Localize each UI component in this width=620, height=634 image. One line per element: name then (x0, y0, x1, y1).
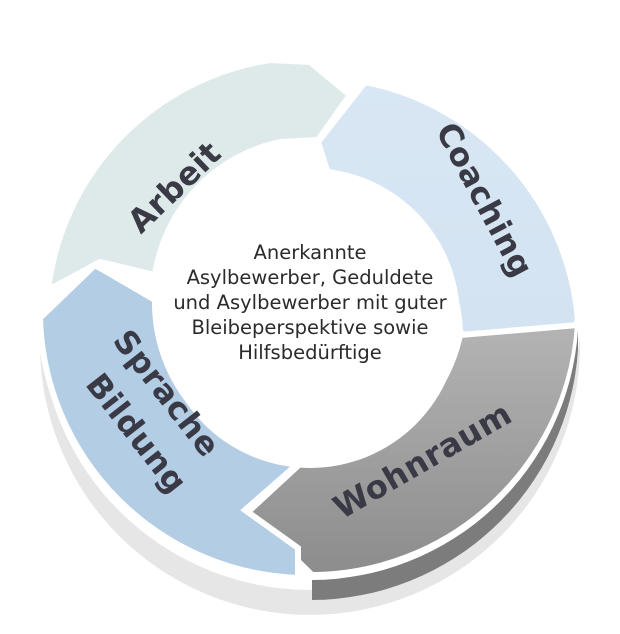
center-line: Asylbewerber, Geduldete (186, 266, 434, 289)
center-description: Anerkannte Asylbewerber, Geduldete und A… (150, 240, 470, 365)
center-circle (160, 168, 460, 468)
center-line: Bleibeperspektive sowie (191, 316, 429, 339)
center-line: Anerkannte (253, 241, 367, 264)
center-line: Hilfsbedürftige (238, 341, 382, 364)
segment-wohnraum-side (312, 330, 578, 600)
center-line: und Asylbewerber mit guter (173, 291, 447, 314)
segment-arbeit (44, 56, 355, 296)
